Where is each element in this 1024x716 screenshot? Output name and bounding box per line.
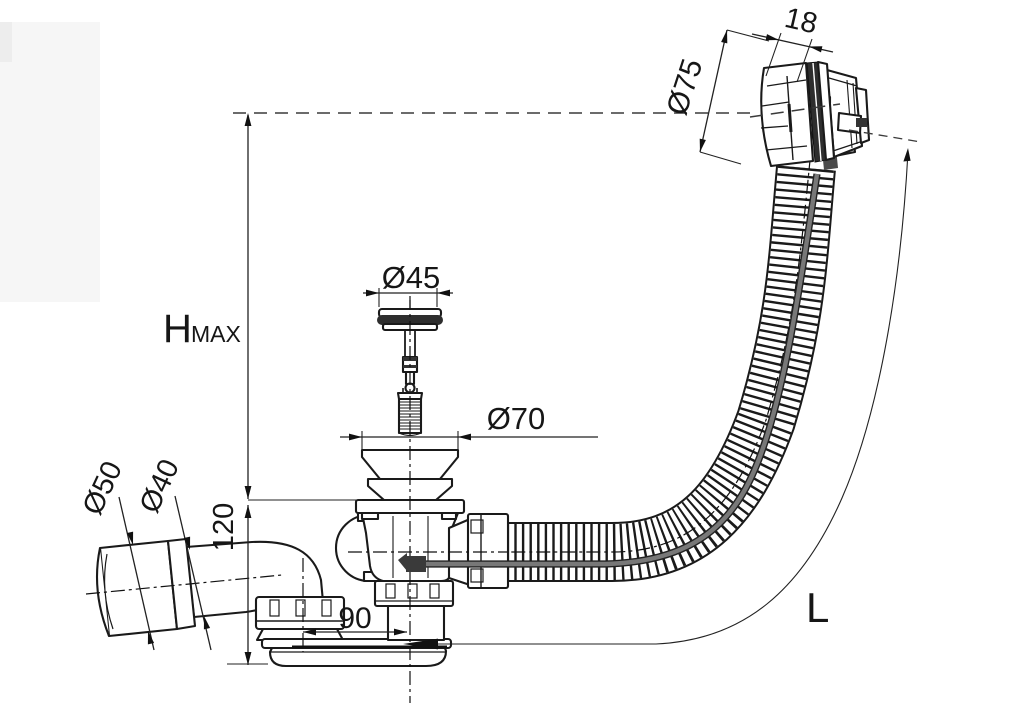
sleeve-flange (166, 537, 197, 631)
dim-label-18: 18 (782, 2, 821, 40)
scan-shadow (0, 22, 100, 302)
overflow-knob (760, 61, 815, 168)
outlet-elbow (95, 537, 346, 642)
drain-nut (373, 579, 455, 608)
dimension-o40: Ø40 (134, 455, 212, 651)
dim-label-hmax-sub: MAX (191, 321, 241, 347)
dim-label-90: 90 (338, 602, 371, 635)
trap-body (334, 510, 472, 587)
trap-base (260, 637, 453, 668)
dimension-o70: Ø70 (340, 401, 598, 449)
dim-label-o50: Ø50 (77, 457, 129, 520)
dim-label-120: 120 (208, 503, 240, 551)
drain-lower (373, 579, 455, 642)
trap-cup (268, 646, 448, 668)
scan-shadow-corner (0, 22, 12, 62)
plug-seal-ring (377, 315, 443, 325)
dimension-o45: Ø45 (363, 260, 453, 307)
dimension-hmax: H MAX (163, 113, 362, 501)
control-cable (398, 173, 821, 572)
dimension-120: 120 (208, 503, 268, 665)
hose-corrugation (504, 165, 834, 580)
dimension-90: 90 (303, 602, 407, 636)
overflow-fitting (749, 60, 871, 170)
drain-tailpipe (386, 604, 446, 642)
hose-length-curve (420, 151, 909, 645)
dim-label-hmax: H (163, 307, 192, 351)
flexible-hose (504, 165, 836, 582)
dimension-o75: Ø75 (661, 29, 770, 165)
cable-end-fitting (406, 556, 426, 572)
knob-centerline (749, 103, 841, 118)
seat-tab-left (360, 511, 380, 521)
dim-label-o45: Ø45 (382, 260, 441, 295)
dim-label-o75: Ø75 (661, 55, 710, 119)
dim-label-L: L (806, 584, 829, 631)
dimension-18: 18 (751, 2, 834, 83)
dimension-L: L (403, 129, 922, 650)
seat-tab-right (440, 511, 458, 521)
cable-clamp (836, 111, 863, 135)
hose-nut (466, 512, 510, 590)
clamp-screw (856, 118, 867, 127)
dim-label-o70: Ø70 (487, 401, 546, 436)
